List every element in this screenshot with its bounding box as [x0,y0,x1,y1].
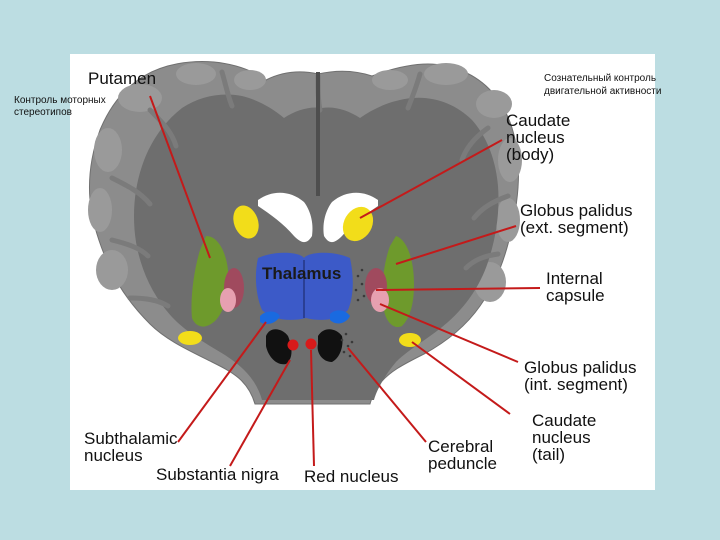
white-matter [134,94,499,400]
label-caudate-tail-1: Caudate [532,411,597,430]
label-internal-capsule-1: Internal [546,269,603,288]
label-substantia-nigra: Substantia nigra [156,465,279,484]
label-gp-ext-2: (ext. segment) [520,218,629,237]
label-caudate-body-2: nucleus [506,128,565,147]
note-conscious-control-line1: Сознательный контроль [544,73,657,84]
label-gp-int-1: Globus palidus [524,358,637,377]
label-caudate-tail-3: (tail) [532,445,566,464]
globus-pallidus-int-right [371,288,389,312]
lateral-ventricles [258,192,378,243]
note-conscious-control-line2: двигательной активности [544,86,662,97]
caudate-tail-right [399,333,421,347]
note-motor-stereotypes-line2: стереотипов [14,107,72,118]
label-subthalamic-1: Subthalamic [84,429,178,448]
label-caudate-body-3: (body) [506,145,555,164]
label-internal-capsule-2: capsule [546,286,605,305]
label-subthalamic-2: nucleus [84,446,143,465]
note-motor-stereotypes-line1: Контроль моторных [14,95,106,106]
caudate-tail-left [178,331,202,345]
putamen-right [382,236,414,328]
label-gp-int-2: (int. segment) [524,375,628,394]
thalamus-label: Thalamus [262,264,342,283]
leader-lines [149,95,541,467]
substantia-nigra-left [266,329,292,365]
substantia-nigra-right [317,329,343,362]
label-caudate-body-1: Caudate [506,111,571,130]
label-cerebral-peduncle-1: Cerebral [428,437,494,456]
putamen-left [191,236,229,327]
red-nucleus-left [287,339,299,351]
label-cerebral-peduncle-2: peduncle [428,454,498,473]
label-putamen: Putamen [88,69,157,88]
subthalamic-nucleus-right [330,310,350,324]
label-gp-ext-1: Globus palidus [520,201,633,220]
caudate-body-left [233,205,259,239]
subthalamic-nucleus-left [260,311,280,324]
red-nucleus-right [305,338,317,350]
label-red-nucleus: Red nucleus [304,467,399,486]
internal-capsule-stipple [340,268,366,358]
label-caudate-tail-2: nucleus [532,428,591,447]
globus-pallidus-int-left [220,288,236,312]
